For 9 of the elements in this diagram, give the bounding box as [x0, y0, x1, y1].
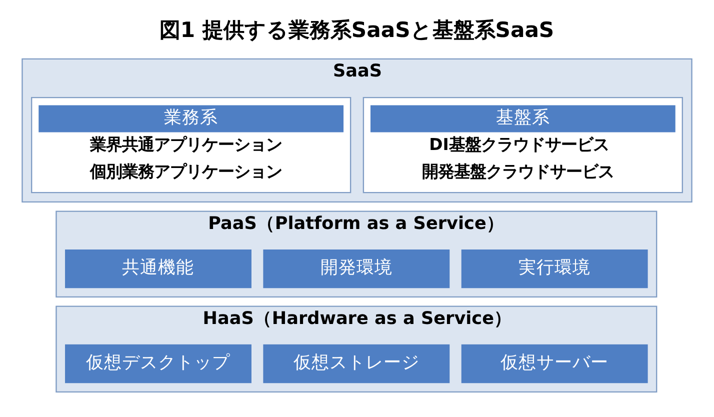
node-box: 開発環境 — [263, 248, 450, 288]
node-box: 仮想デスクトップ — [65, 344, 252, 383]
node-box: 基盤系 DI基盤クラウドサービス 開発基盤クラウドサービス — [362, 96, 683, 193]
node-box: 実行環境 — [461, 248, 648, 288]
node-box: 共通機能 — [65, 248, 252, 288]
diagram-title: 図1 提供する業務系SaaSと基盤系SaaS — [159, 16, 554, 42]
node-box: 業務系 業界共通アプリケーション 個別業務アプリケーション — [31, 96, 352, 193]
node-box: 仮想サーバー — [461, 344, 648, 383]
node-box: 仮想ストレージ — [263, 344, 450, 383]
